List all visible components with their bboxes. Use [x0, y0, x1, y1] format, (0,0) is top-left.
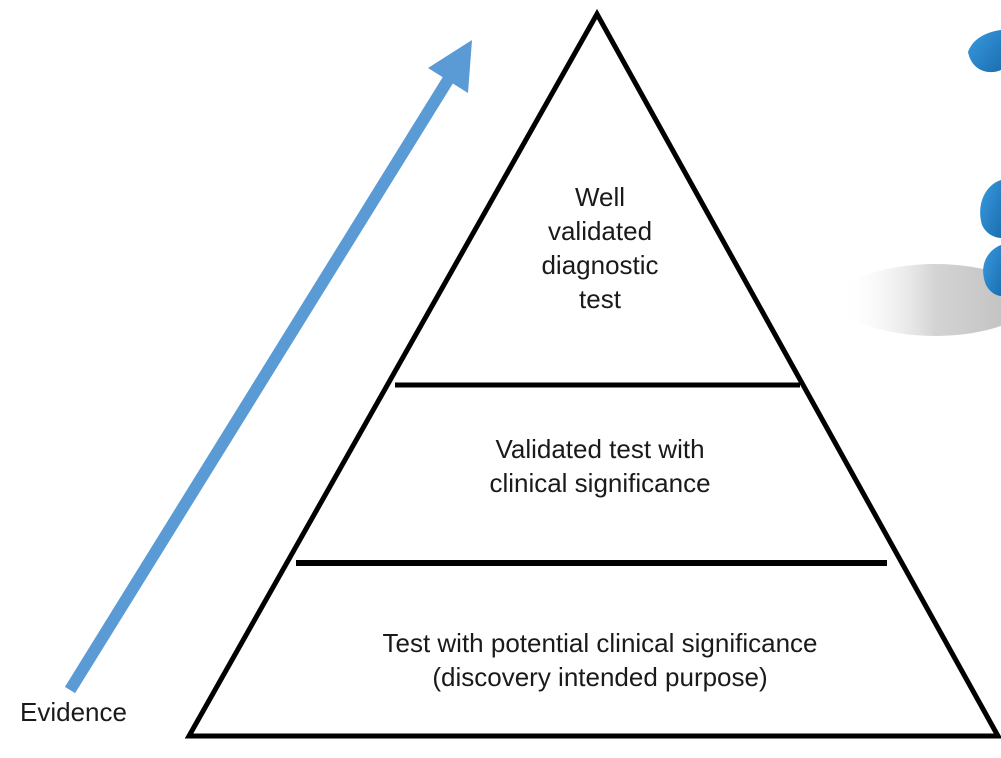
tier-label-bottom: Test with potential clinical significanc… [382, 628, 818, 692]
evidence-arrow-icon [64, 40, 472, 694]
evidence-label: Evidence [20, 697, 127, 727]
pyramid-outline [184, 8, 1001, 739]
tier-label-top: Well validated diagnostic test [541, 182, 659, 314]
tier-label-middle: Validated test with clinical significanc… [489, 434, 711, 498]
partial-logo-icon [840, 30, 1001, 336]
